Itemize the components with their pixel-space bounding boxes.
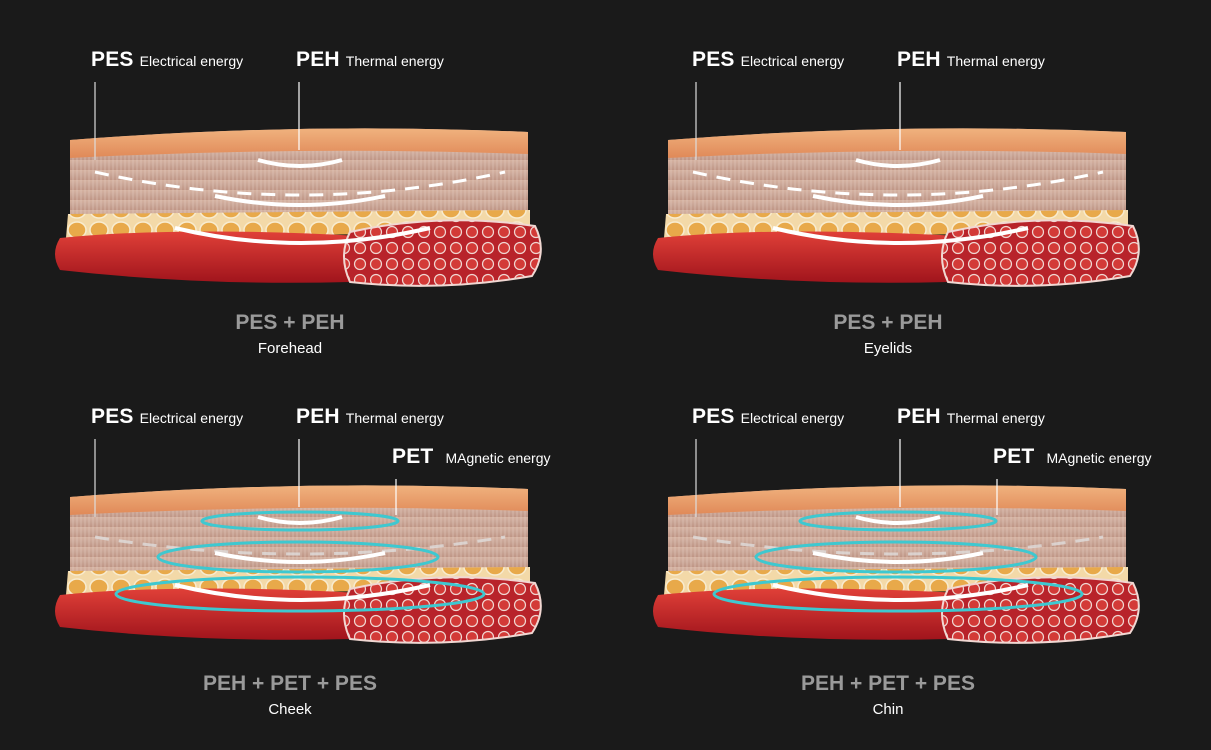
skin-cross-section xyxy=(0,0,600,300)
area-label: Eyelids xyxy=(598,340,1178,357)
peh-code: PEH xyxy=(897,48,941,71)
peh-desc: Thermal energy xyxy=(346,53,444,69)
pet-code: PET xyxy=(993,445,1034,468)
combo-title: PES + PEH xyxy=(0,311,580,335)
panel-cheek: PES Electrical energy PEH Thermal energy P… xyxy=(0,357,600,732)
pet-desc: MAgnetic energy xyxy=(1046,450,1151,466)
panel-forehead: PES Electrical energy PEH Thermal energy P… xyxy=(0,0,600,375)
pes-desc: Electrical energy xyxy=(741,53,845,69)
pes-code: PES xyxy=(91,405,134,428)
skin-cross-section xyxy=(598,0,1198,300)
pes-label: PES Electrical energy xyxy=(692,406,844,427)
pet-label: PET MAgnetic energy xyxy=(993,446,1152,467)
peh-label: PEH Thermal energy xyxy=(897,406,1045,427)
combo-title: PES + PEH xyxy=(598,311,1178,335)
pes-desc: Electrical energy xyxy=(741,410,845,426)
area-label: Chin xyxy=(598,701,1178,718)
skin-cross-section xyxy=(598,357,1198,657)
pes-code: PES xyxy=(692,405,735,428)
peh-label: PEH Thermal energy xyxy=(296,49,444,70)
skin-cross-section xyxy=(0,357,600,657)
pes-code: PES xyxy=(91,48,134,71)
peh-desc: Thermal energy xyxy=(346,410,444,426)
pes-label: PES Electrical energy xyxy=(91,49,243,70)
peh-desc: Thermal energy xyxy=(947,53,1045,69)
pes-desc: Electrical energy xyxy=(140,410,244,426)
area-label: Cheek xyxy=(0,701,580,718)
combo-title: PEH + PET + PES xyxy=(0,672,580,696)
pes-code: PES xyxy=(692,48,735,71)
panel-chin: PES Electrical energy PEH Thermal energy P… xyxy=(598,357,1198,732)
peh-code: PEH xyxy=(296,48,340,71)
peh-code: PEH xyxy=(296,405,340,428)
pet-desc: MAgnetic energy xyxy=(445,450,550,466)
peh-code: PEH xyxy=(897,405,941,428)
area-label: Forehead xyxy=(0,340,580,357)
peh-label: PEH Thermal energy xyxy=(897,49,1045,70)
peh-desc: Thermal energy xyxy=(947,410,1045,426)
pes-label: PES Electrical energy xyxy=(91,406,243,427)
combo-title: PEH + PET + PES xyxy=(598,672,1178,696)
pes-desc: Electrical energy xyxy=(140,53,244,69)
pet-label: PET MAgnetic energy xyxy=(392,446,551,467)
pes-label: PES Electrical energy xyxy=(692,49,844,70)
peh-label: PEH Thermal energy xyxy=(296,406,444,427)
pet-code: PET xyxy=(392,445,433,468)
panel-eyelids: PES Electrical energy PEH Thermal energy P… xyxy=(598,0,1198,375)
